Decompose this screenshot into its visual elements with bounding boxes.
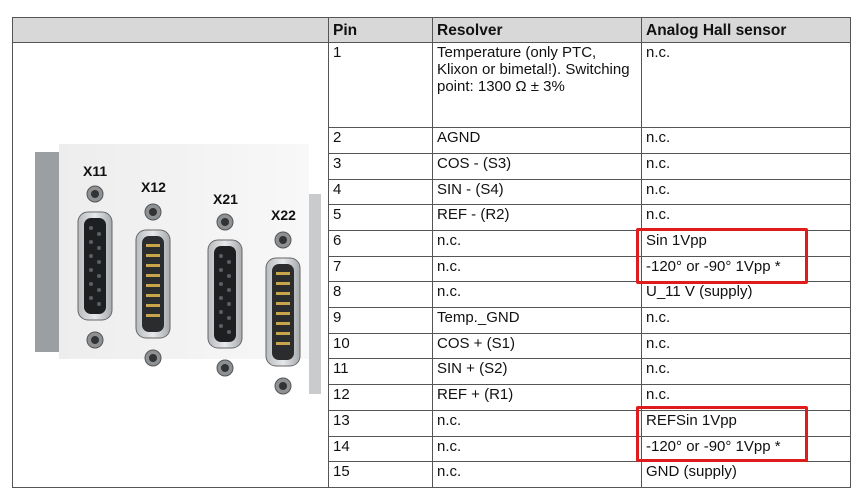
header-pin: Pin: [328, 17, 433, 43]
cell-hall: GND (supply): [641, 461, 851, 488]
pinout-table: Pin Resolver Analog Hall sensor: [12, 17, 851, 488]
cell-resolver: n.c.: [432, 409, 642, 437]
cell-resolver: SIN - (S4): [432, 178, 642, 206]
table-row: X11: [12, 41, 851, 488]
cell-pin: 7: [328, 255, 433, 283]
cell-resolver: n.c.: [432, 230, 642, 257]
table-body: X11: [12, 41, 851, 488]
cell-pin: 11: [328, 358, 433, 386]
cell-resolver: n.c.: [432, 255, 642, 283]
cell-resolver: n.c.: [432, 461, 642, 488]
connector-label-x11: X11: [83, 163, 107, 179]
cell-pin: 15: [328, 461, 433, 488]
cell-hall: U_11 V (supply): [641, 281, 851, 309]
cell-pin: 3: [328, 152, 433, 180]
cell-pin: 2: [328, 127, 433, 154]
cell-hall: Sin 1Vpp: [641, 230, 851, 257]
cell-pin: 6: [328, 230, 433, 257]
cell-pin: 4: [328, 178, 433, 206]
cell-resolver: n.c.: [432, 435, 642, 463]
cell-pin: 8: [328, 281, 433, 309]
table-header-row: Pin Resolver Analog Hall sensor: [12, 17, 851, 43]
cell-hall: n.c.: [641, 41, 851, 129]
cell-resolver: REF - (R2): [432, 204, 642, 232]
cell-hall: n.c.: [641, 358, 851, 386]
connector-label-x21: X21: [213, 191, 238, 207]
housing-side: [309, 194, 321, 394]
cell-hall: n.c.: [641, 332, 851, 360]
cell-pin: 5: [328, 204, 433, 232]
cell-pin: 14: [328, 435, 433, 463]
cell-pin: 10: [328, 332, 433, 360]
cell-hall: n.c.: [641, 178, 851, 206]
pinout-document: Pin Resolver Analog Hall sensor: [12, 17, 851, 488]
housing-edge: [35, 152, 59, 352]
cell-hall: n.c.: [641, 384, 851, 411]
cell-pin: 13: [328, 409, 433, 437]
cell-resolver: REF + (R1): [432, 384, 642, 411]
cell-hall: REFSin 1Vpp: [641, 409, 851, 437]
connector-label-x22: X22: [271, 207, 296, 223]
cell-resolver: AGND: [432, 127, 642, 154]
cell-resolver: SIN + (S2): [432, 358, 642, 386]
cell-hall: n.c.: [641, 204, 851, 232]
cell-pin: 12: [328, 384, 433, 411]
cell-hall: n.c.: [641, 127, 851, 154]
header-resolver: Resolver: [432, 17, 642, 43]
cell-hall: -120° or -90° 1Vpp *: [641, 255, 851, 283]
connector-label-x12: X12: [141, 179, 166, 195]
connector-photo-cell: X11: [12, 42, 329, 488]
header-analog-hall-sensor: Analog Hall sensor: [641, 17, 851, 43]
cell-hall: n.c.: [641, 307, 851, 334]
cell-resolver: Temp._GND: [432, 307, 642, 334]
cell-hall: n.c.: [641, 152, 851, 180]
cell-resolver: COS + (S1): [432, 332, 642, 360]
cell-pin: 1: [328, 41, 433, 129]
connector-illustration: X11: [35, 144, 321, 395]
cell-resolver: COS - (S3): [432, 152, 642, 180]
cell-resolver: Temperature (only PTC, Klixon or bimetal…: [432, 41, 642, 129]
cell-pin: 9: [328, 307, 433, 334]
cell-hall: -120° or -90° 1Vpp *: [641, 435, 851, 463]
cell-resolver: n.c.: [432, 281, 642, 309]
header-corner-cell: [12, 17, 329, 43]
